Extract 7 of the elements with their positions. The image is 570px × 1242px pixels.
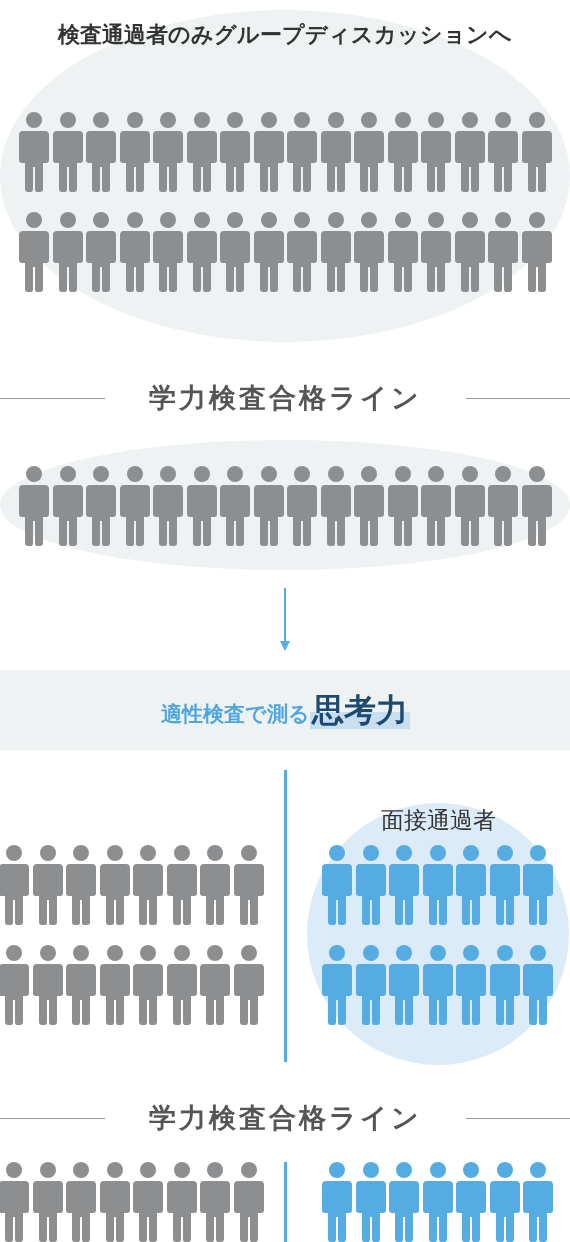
heading-text: 検査通過者のみグループディスカッションへ (56, 21, 513, 49)
heading-band (0, 670, 570, 750)
band-heading-text: 適性検査で測る思考力 (159, 690, 411, 731)
arrow (280, 587, 290, 651)
line-label: 学力検査合格ライン (147, 1101, 423, 1135)
group-label: 面接通過者 (379, 806, 497, 835)
line-label: 学力検査合格ライン (147, 381, 423, 415)
